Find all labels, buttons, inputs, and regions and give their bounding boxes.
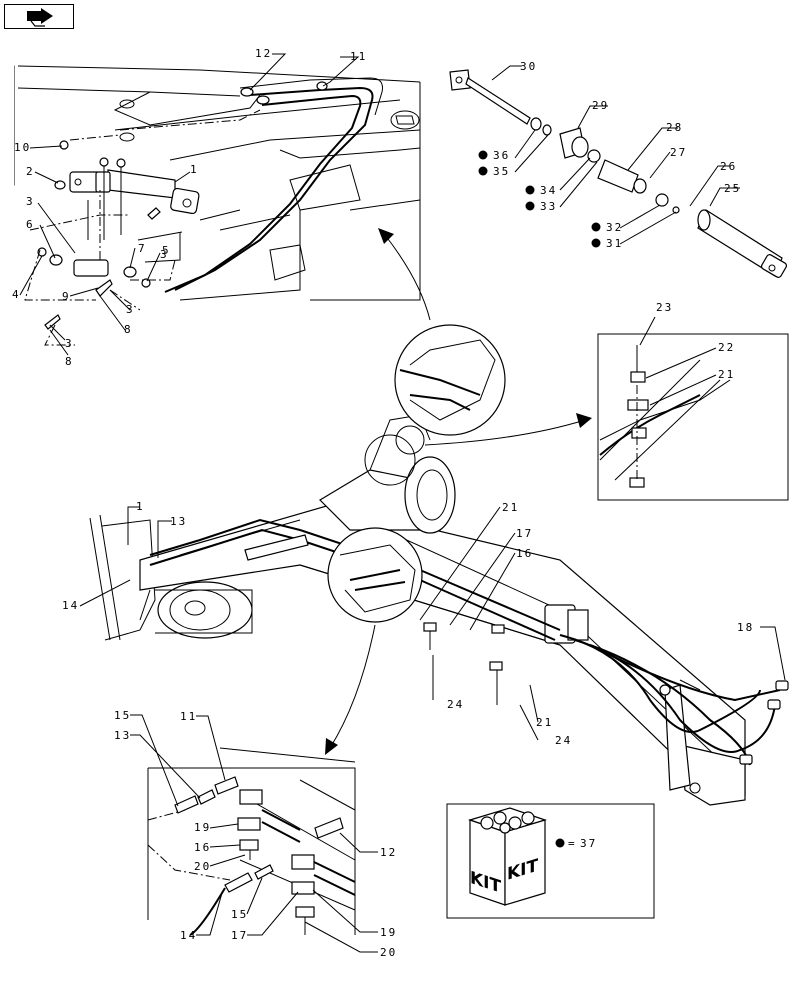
- next-page-arrow-icon: [27, 8, 53, 27]
- callout-20-bottom-b: 20: [380, 946, 397, 959]
- callout-19-bottom-b: 19: [380, 926, 397, 939]
- callout-1-main: 1: [136, 500, 145, 513]
- callout-1-top: 1: [190, 163, 199, 176]
- callout-leaders-main: [79, 506, 786, 741]
- callout-25: 25: [724, 182, 741, 195]
- callout-13-main: 13: [170, 515, 187, 528]
- callout-27: 27: [670, 146, 687, 159]
- callout-4: 4: [12, 288, 21, 301]
- magnifier-circles: [325, 228, 592, 755]
- detail-cylinder-exploded: [449, 65, 788, 278]
- callout-17-bottom: 17: [231, 929, 248, 942]
- callout-28: 28: [666, 121, 683, 134]
- callout-37: 37: [580, 837, 597, 850]
- callout-18: 18: [737, 621, 754, 634]
- callout-8-a: 8: [124, 323, 133, 336]
- next-page-button[interactable]: [4, 4, 74, 29]
- detail-clamp-box: [597, 316, 789, 501]
- callout-11-top: 11: [350, 50, 367, 63]
- callout-leaders-top-left: [19, 53, 360, 356]
- callout-15-bottom-b: 15: [231, 908, 248, 921]
- callout-7: 7: [138, 242, 147, 255]
- callout-16-bottom: 16: [194, 841, 211, 854]
- callout-30: 30: [520, 60, 537, 73]
- callout-33: 33: [540, 200, 557, 213]
- callout-24-b: 24: [555, 734, 572, 747]
- callout-23: 23: [656, 301, 673, 314]
- callout-26: 26: [720, 160, 737, 173]
- callout-17-main: 17: [516, 527, 533, 540]
- callout-12-top: 12: [255, 47, 272, 60]
- callout-15-bottom-a: 15: [114, 709, 131, 722]
- detail-hose-fittings: [130, 714, 378, 953]
- callout-3-c: 3: [126, 303, 135, 316]
- callout-22: 22: [718, 341, 735, 354]
- callout-34: 34: [540, 184, 557, 197]
- callout-14-main: 14: [62, 599, 79, 612]
- callout-10: 10: [14, 141, 31, 154]
- callout-12-bottom: 12: [380, 846, 397, 859]
- kit-equals: =: [568, 837, 577, 850]
- main-trailer-assembly: [89, 414, 789, 806]
- callout-20-bottom-a: 20: [194, 860, 211, 873]
- callout-31: 31: [606, 237, 623, 250]
- callout-8-b: 8: [65, 355, 74, 368]
- callout-14-bottom: 14: [180, 929, 197, 942]
- callout-3-d: 3: [65, 337, 74, 350]
- callout-29: 29: [592, 99, 609, 112]
- callout-19-bottom-a: 19: [194, 821, 211, 834]
- callout-21-b: 21: [536, 716, 553, 729]
- callout-labels: 1 2 3 3 3 3 4 5 6 7 8 8 9 10 11 12 1 13 …: [12, 47, 754, 959]
- callout-11-bottom: 11: [180, 710, 197, 723]
- callout-21-c: 21: [718, 368, 735, 381]
- callout-2: 2: [26, 165, 35, 178]
- callout-5: 5: [162, 244, 171, 257]
- callout-35: 35: [493, 165, 510, 178]
- detail-hitch-fittings: [14, 60, 425, 346]
- callout-32: 32: [606, 221, 623, 234]
- callout-6: 6: [26, 218, 35, 231]
- callout-36: 36: [493, 149, 510, 162]
- callout-3-b: 3: [160, 248, 169, 261]
- callout-3-a: 3: [26, 195, 35, 208]
- callout-9: 9: [62, 290, 71, 303]
- kit-box: [446, 803, 655, 919]
- callout-21-main: 21: [502, 501, 519, 514]
- callout-16-main: 16: [516, 547, 533, 560]
- callout-24-a: 24: [447, 698, 464, 711]
- callout-13-bottom: 13: [114, 729, 131, 742]
